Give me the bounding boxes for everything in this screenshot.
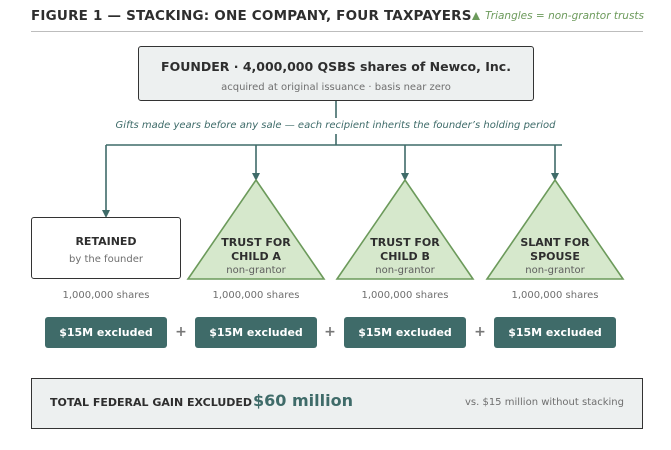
founder-subtitle: acquired at original issuance · basis ne… xyxy=(221,82,451,93)
plus-sign: + xyxy=(324,324,336,340)
total-comparison: vs. $15 million without stacking xyxy=(464,397,624,408)
plus-sign: + xyxy=(175,324,187,340)
legend: Triangles = non-grantor trusts xyxy=(472,10,644,22)
slant-line2: SPOUSE xyxy=(530,250,580,263)
gifts-note: Gifts made years before any sale — each … xyxy=(115,120,556,131)
legend-text: Triangles = non-grantor trusts xyxy=(485,10,644,22)
trust-b-excluded-badge: $15M excluded xyxy=(344,317,466,348)
trust-a-shares: 1,000,000 shares xyxy=(212,290,300,301)
total-box: TOTAL FEDERAL GAIN EXCLUDED $60 million … xyxy=(31,378,643,429)
trust-a-label: TRUST FOR CHILD A non-grantor xyxy=(188,236,324,278)
retained-shares: 1,000,000 shares xyxy=(62,290,150,301)
retained-excluded-badge: $15M excluded xyxy=(45,317,167,348)
total-label: TOTAL FEDERAL GAIN EXCLUDED xyxy=(50,396,253,409)
trust-b-triangle xyxy=(335,178,475,280)
retained-title: RETAINED xyxy=(75,235,137,248)
trust-b-line1: TRUST FOR xyxy=(370,236,440,249)
trust-a-excluded-badge: $15M excluded xyxy=(195,317,317,348)
slant-triangle xyxy=(485,178,625,280)
retained-subtitle: by the founder xyxy=(69,254,143,265)
title-rule xyxy=(31,31,643,32)
total-amount: $60 million xyxy=(253,391,353,410)
trust-a-line2: CHILD A xyxy=(231,250,281,263)
trust-b-label: TRUST FOR CHILD B non-grantor xyxy=(337,236,473,278)
slant-label: SLANT FOR SPOUSE non-grantor xyxy=(487,236,623,278)
founder-box: FOUNDER · 4,000,000 QSBS shares of Newco… xyxy=(138,46,534,101)
trust-a-triangle xyxy=(186,178,326,280)
trust-b-shares: 1,000,000 shares xyxy=(361,290,449,301)
founder-title: FOUNDER · 4,000,000 QSBS shares of Newco… xyxy=(161,59,511,74)
trust-b-sub: non-grantor xyxy=(375,265,435,276)
slant-sub: non-grantor xyxy=(525,265,585,276)
trust-a-sub: non-grantor xyxy=(226,265,286,276)
trust-b-line2: CHILD B xyxy=(380,250,430,263)
slant-line1: SLANT FOR xyxy=(520,236,590,249)
trust-a-line1: TRUST FOR xyxy=(221,236,291,249)
slant-excluded-badge: $15M excluded xyxy=(494,317,616,348)
figure-title: FIGURE 1 — STACKING: ONE COMPANY, FOUR T… xyxy=(31,8,472,24)
plus-sign: + xyxy=(474,324,486,340)
triangle-legend-icon xyxy=(472,12,481,20)
slant-shares: 1,000,000 shares xyxy=(511,290,599,301)
retained-box: RETAINED by the founder xyxy=(31,217,181,279)
